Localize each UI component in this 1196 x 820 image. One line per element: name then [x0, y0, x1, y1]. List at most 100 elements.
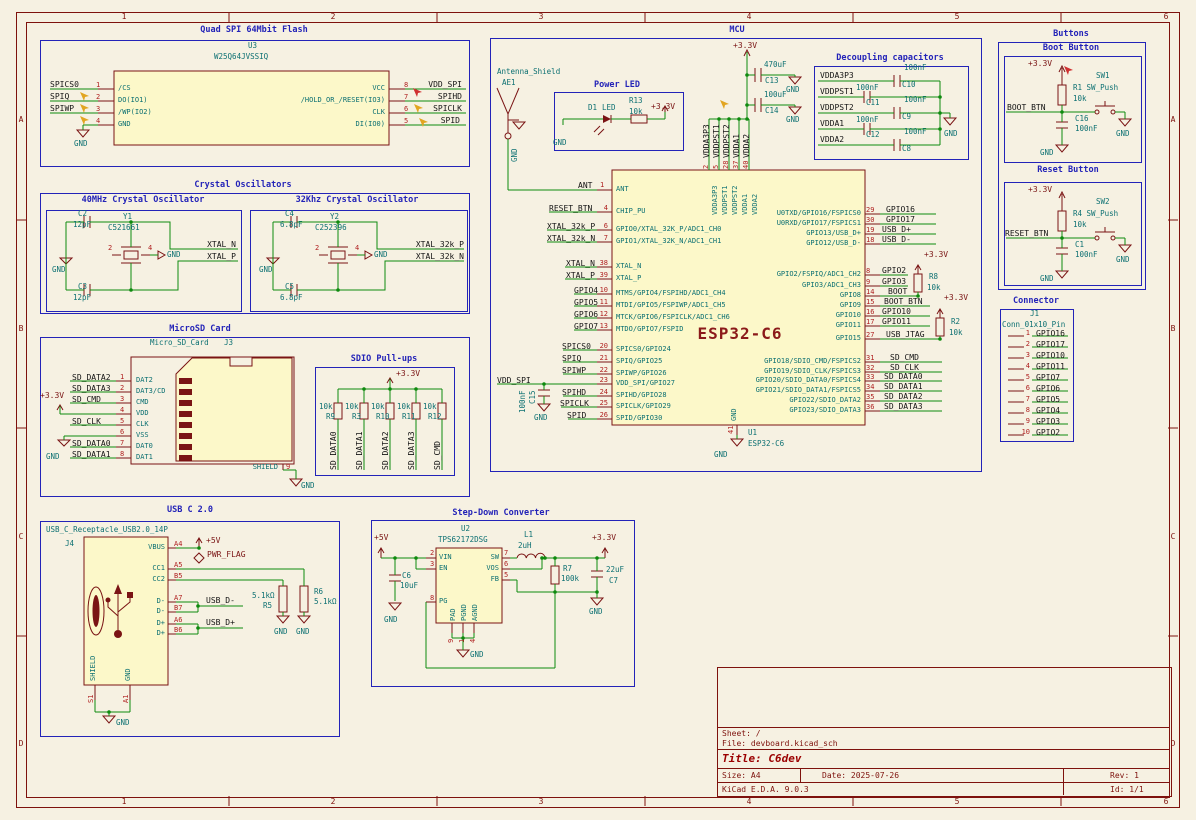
power-label[interactable]: +5V	[374, 534, 388, 542]
component-value[interactable]: W25Q64JVSSIQ	[214, 53, 268, 61]
net-label[interactable]: GPIO10	[882, 308, 911, 316]
component-value[interactable]: Micro_SD_Card	[150, 339, 209, 347]
microsd-card[interactable]	[176, 358, 292, 461]
component-value[interactable]: LED	[602, 104, 616, 112]
net-label[interactable]: SD_CMD	[890, 354, 919, 362]
ground-label[interactable]: GND	[167, 251, 181, 259]
component-value[interactable]: R12	[428, 413, 442, 421]
net-label[interactable]: SD_DATA1	[356, 431, 364, 470]
component-value[interactable]: TPS62172DSG	[438, 536, 488, 544]
ground-label[interactable]: GND	[511, 148, 519, 162]
component-value[interactable]: C14	[765, 107, 779, 115]
net-label[interactable]: GPIO6	[574, 311, 598, 319]
component-value[interactable]: 100nF	[1075, 125, 1098, 133]
net-label[interactable]: XTAL_32k_P	[547, 223, 595, 231]
component-value[interactable]: C15	[529, 390, 537, 404]
net-label[interactable]: XTAL_N	[566, 260, 595, 268]
power-label[interactable]: +3.3V	[592, 534, 616, 542]
net-label[interactable]: SD_DATA0	[72, 440, 111, 448]
net-label[interactable]: XTAL_32k_N	[416, 253, 464, 261]
component-value[interactable]: 10k	[629, 108, 643, 116]
net-label[interactable]: XTAL_N	[207, 241, 236, 249]
block-title[interactable]: Decoupling capacitors	[836, 54, 943, 63]
net-label[interactable]: GPIO5	[1036, 396, 1060, 404]
net-label[interactable]: VDDA3P3	[820, 72, 854, 80]
component-value[interactable]: 10uF	[400, 582, 418, 590]
net-label[interactable]: SPICLK	[433, 105, 462, 113]
net-label[interactable]: VDD_SPI	[428, 81, 462, 89]
power-label[interactable]: +5V	[206, 537, 220, 545]
component-value[interactable]: R8	[929, 273, 938, 281]
ground-label[interactable]: GND	[116, 719, 130, 727]
net-label[interactable]: GPIO3	[882, 278, 906, 286]
component-value[interactable]: 5.1kΩ	[314, 598, 337, 606]
component-value[interactable]: R5	[263, 602, 272, 610]
ground-label[interactable]: GND	[1116, 130, 1130, 138]
component-value[interactable]: C4	[285, 210, 294, 218]
component-value[interactable]: R1 SW_Push	[1073, 84, 1118, 92]
component-value[interactable]: C7	[609, 577, 618, 585]
ground-label[interactable]: GND	[786, 116, 800, 124]
component-value[interactable]: USB_C_Receptacle_USB2.0_14P	[46, 526, 168, 534]
net-label[interactable]: GPIO17	[1036, 341, 1065, 349]
net-label[interactable]: VDDA3P3	[703, 124, 711, 158]
component-value[interactable]: 100nF	[904, 64, 927, 72]
net-label[interactable]: SPIWP	[50, 105, 74, 113]
net-label[interactable]: USB_JTAG	[886, 331, 925, 339]
component-value[interactable]: R9	[326, 413, 335, 421]
component-value[interactable]: J3	[224, 339, 233, 347]
net-label[interactable]: GPIO7	[574, 323, 598, 331]
net-label[interactable]: SPICS0	[50, 81, 79, 89]
net-label[interactable]: GPIO4	[1036, 407, 1060, 415]
component-value[interactable]: 10k	[397, 403, 411, 411]
net-label[interactable]: VDDPST1	[820, 88, 854, 96]
ground-label[interactable]: GND	[52, 266, 66, 274]
net-label[interactable]: VDDA1	[820, 120, 844, 128]
block-title[interactable]: 32Khz Crystal Oscillator	[296, 196, 419, 205]
net-label[interactable]: SPID	[441, 117, 460, 125]
net-label[interactable]: SD_DATA2	[884, 393, 923, 401]
net-label[interactable]: RESET_BTN	[1005, 230, 1048, 238]
net-label[interactable]: GPIO16	[886, 206, 915, 214]
net-label[interactable]: SD_CLK	[72, 418, 101, 426]
component-value[interactable]: C3	[78, 283, 87, 291]
power-label[interactable]: +3.3V	[40, 392, 64, 400]
component-value[interactable]: 10k	[949, 329, 963, 337]
block-title[interactable]: Reset Button	[1037, 166, 1098, 175]
ground-label[interactable]: GND	[714, 451, 728, 459]
component-value[interactable]: 100nF	[904, 96, 927, 104]
component-value[interactable]: SW2	[1096, 198, 1110, 206]
component-value[interactable]: 10k	[371, 403, 385, 411]
component-value[interactable]: J1	[1030, 310, 1039, 318]
net-label[interactable]: VDDPST2	[820, 104, 854, 112]
ground-label[interactable]: GND	[1040, 275, 1054, 283]
net-label[interactable]: VDDPST1	[713, 124, 721, 158]
component-value[interactable]: R10	[376, 413, 390, 421]
ground-label[interactable]: GND	[384, 616, 398, 624]
power-label[interactable]: +3.3V	[1028, 186, 1052, 194]
net-label[interactable]: USB_D+	[882, 226, 911, 234]
net-label[interactable]: SPIHD	[438, 93, 462, 101]
net-label[interactable]: GPIO11	[1036, 363, 1065, 371]
net-label[interactable]: BOOT	[888, 288, 907, 296]
component-value[interactable]: C12	[866, 131, 880, 139]
net-label[interactable]: SD_DATA3	[408, 431, 416, 470]
net-label[interactable]: XTAL_P	[566, 272, 595, 280]
component-value[interactable]: C6	[402, 572, 411, 580]
component-value[interactable]: 100nF	[856, 116, 879, 124]
net-label[interactable]: SPIHD	[562, 389, 586, 397]
block-title[interactable]: MCU	[729, 26, 744, 35]
net-label[interactable]: SPID	[567, 412, 586, 420]
component-value[interactable]: AE1	[502, 79, 516, 87]
net-label[interactable]: USB_D-	[882, 236, 911, 244]
block-title[interactable]: USB C 2.0	[167, 506, 213, 515]
net-label[interactable]: SD_CLK	[890, 364, 919, 372]
power-label[interactable]: +3.3V	[944, 294, 968, 302]
component-value[interactable]: 470uF	[764, 61, 787, 69]
net-label[interactable]: SD_DATA3	[884, 403, 923, 411]
net-label[interactable]: GPIO16	[1036, 330, 1065, 338]
component-value[interactable]: 10k	[423, 403, 437, 411]
net-label[interactable]: SD_CMD	[434, 441, 442, 470]
power-label[interactable]: +3.3V	[651, 103, 675, 111]
net-label[interactable]: XTAL_32k_P	[416, 241, 464, 249]
